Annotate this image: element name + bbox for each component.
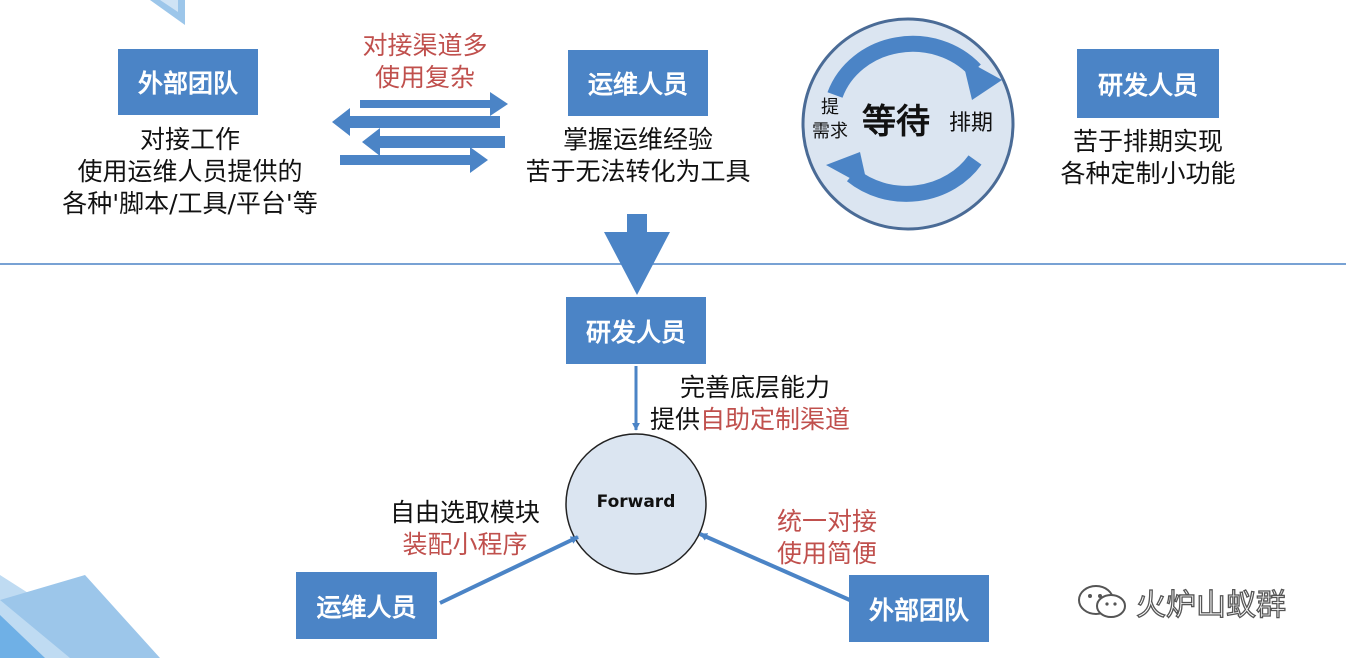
corner-decoration-bottom-3 (0, 615, 45, 658)
dev-box-top: 研发人员 (1077, 49, 1219, 118)
dev-label-top: 研发人员 (1097, 70, 1198, 100)
dev-box-bottom: 研发人员 (566, 297, 706, 364)
ext-note-line-2: 使用简便 (776, 539, 877, 568)
cycle-left-label: 提 需求 (808, 96, 852, 144)
external-team-box-top: 外部团队 (118, 49, 258, 115)
cycle-arrowhead-top (962, 58, 1002, 100)
corner-decoration-top-inner (160, 0, 178, 12)
ops-desc: 掌握运维经验 苦于无法转化为工具 (498, 124, 778, 188)
ops-note-line-2: 装配小程序 (402, 530, 528, 559)
dev-desc-line-2: 各种定制小功能 (1060, 159, 1236, 188)
ops-box-top: 运维人员 (568, 50, 708, 116)
external-team-desc: 对接工作 使用运维人员提供的 各种'脚本/工具/平台'等 (40, 124, 340, 220)
cycle-right-label: 排期 (949, 111, 994, 136)
ops-desc-line-2: 苦于无法转化为工具 (525, 157, 751, 186)
ops-desc-line-1: 掌握运维经验 (562, 125, 713, 154)
external-team-desc-line-3: 各种'脚本/工具/平台'等 (62, 189, 318, 218)
cycle-arrow-top (827, 35, 981, 98)
dev-desc-line-1: 苦于排期实现 (1072, 127, 1223, 156)
ops-note-line-1: 自由选取模块 (389, 498, 540, 527)
forward-hub-label: Forward (596, 492, 676, 512)
channel-arrow-3 (362, 128, 505, 156)
ext-to-hub-arrow (699, 532, 853, 603)
watermark: 火炉山蚁群 (1076, 580, 1287, 624)
channel-arrows (332, 92, 508, 173)
ops-to-hub-arrow (439, 535, 579, 605)
cycle-left-label-line-1: 提 (821, 97, 839, 118)
external-team-label-top: 外部团队 (137, 69, 238, 98)
watermark-text: 火炉山蚁群 (1135, 587, 1286, 623)
channel-note: 对接渠道多 使用复杂 (330, 30, 520, 94)
external-team-desc-line-2: 使用运维人员提供的 (77, 157, 303, 186)
dev-note-prefix: 提供 (650, 405, 701, 434)
down-arrow (604, 214, 670, 295)
external-team-label-bottom: 外部团队 (868, 595, 969, 625)
dev-note-line-2: 提供自助定制渠道 (650, 404, 880, 436)
cycle-center-label: 等待 (862, 102, 930, 142)
channel-arrow-4 (340, 147, 488, 173)
channel-arrow-2 (332, 108, 500, 136)
forward-hub-circle (565, 433, 707, 575)
external-team-desc-line-1: 对接工作 (139, 125, 240, 154)
dev-label-bottom: 研发人员 (585, 317, 686, 347)
channel-arrow-1 (360, 92, 508, 116)
ops-note: 自由选取模块 装配小程序 (370, 497, 560, 561)
external-team-box-bottom: 外部团队 (849, 575, 989, 642)
ops-box-bottom: 运维人员 (296, 572, 437, 639)
dev-note-line-1: 完善底层能力 (680, 373, 831, 402)
channel-note-line-1: 对接渠道多 (362, 31, 488, 60)
ext-note: 统一对接 使用简便 (752, 506, 902, 570)
cycle-left-label-line-2: 需求 (812, 121, 848, 142)
cycle-arrowhead-bottom (826, 152, 868, 188)
dev-desc: 苦于排期实现 各种定制小功能 (1020, 126, 1276, 190)
dev-note-highlight: 自助定制渠道 (700, 405, 851, 434)
channel-note-line-2: 使用复杂 (374, 63, 475, 92)
corner-decoration-bottom-2 (0, 575, 160, 658)
ops-label-bottom: 运维人员 (316, 592, 417, 622)
ops-label-top: 运维人员 (587, 70, 688, 99)
wechat-icon (1078, 585, 1126, 618)
dev-note: 完善底层能力 提供自助定制渠道 (650, 372, 880, 436)
ext-note-line-1: 统一对接 (776, 507, 877, 536)
